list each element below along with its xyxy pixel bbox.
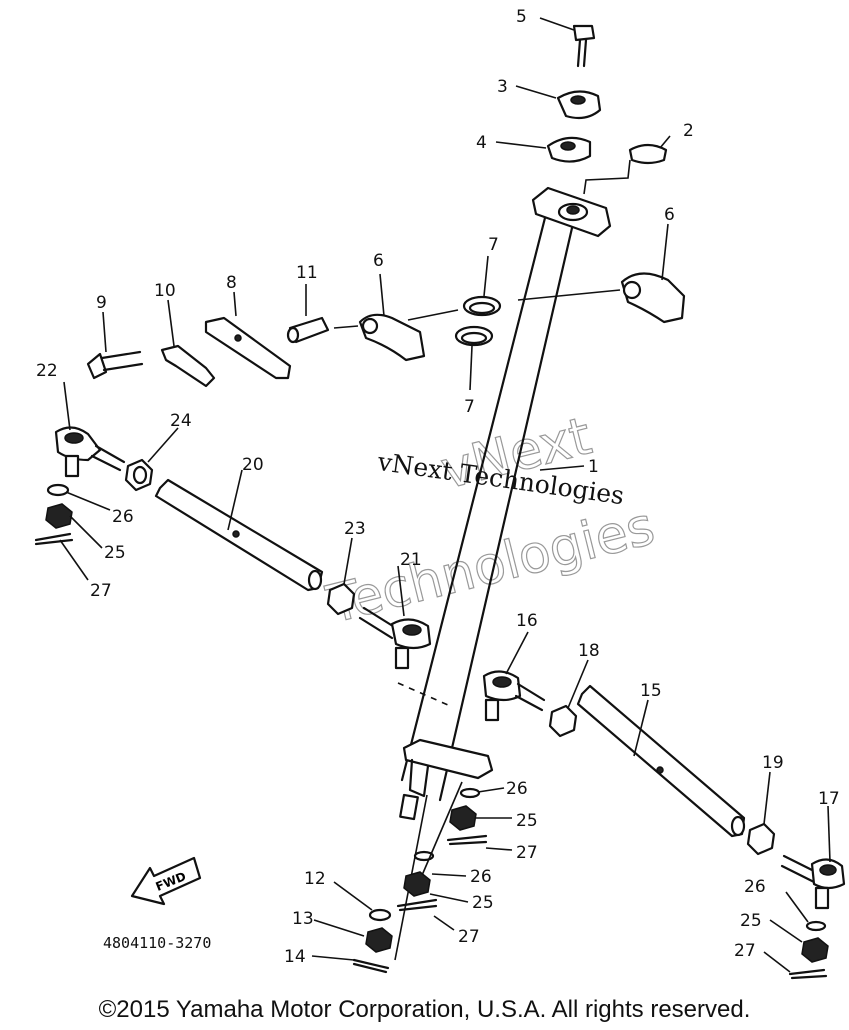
cotter-pin-27a [34,532,74,546]
tie-rod-end-center [358,606,432,670]
callout-8: 8 [226,273,237,293]
nut-19 [746,822,776,856]
tie-rod-right [576,684,746,838]
callout-23: 23 [344,519,366,539]
part-number: 4804110-3270 [103,934,211,952]
callout-26-center-b: 26 [470,867,492,887]
castle-nut-25a [45,503,73,529]
callout-20: 20 [242,455,264,475]
callout-2: 2 [683,121,694,141]
column-holder-right [517,272,686,324]
callout-labels: 5 3 4 2 6 7 6 11 8 10 9 7 22 24 1 20 26 … [36,7,840,967]
watermark: vNext Technologies vNext Technologies [320,406,661,637]
cotter-pin-27d [788,968,828,980]
washer-12 [368,908,392,922]
callout-25-center-b: 25 [472,893,494,913]
watermark-outline-technologies: Technologies [321,496,661,635]
callout-19: 19 [762,753,784,773]
callout-13: 13 [292,909,314,929]
cotter-pin-27c [396,898,438,912]
callout-25-right: 25 [740,911,762,931]
bushing-lower [546,136,592,163]
callout-9: 9 [96,293,107,313]
nut-18 [548,704,578,738]
collar [286,316,330,344]
callout-11: 11 [296,263,318,283]
callout-27-left: 27 [90,581,112,601]
tie-rod-end-left [54,426,126,478]
callout-6-left: 6 [373,251,384,271]
bushing-upper [556,90,602,120]
callout-15: 15 [640,681,662,701]
castle-nut-25b [449,805,477,831]
callout-5: 5 [516,7,527,27]
callout-4: 4 [476,133,487,153]
bolt-top [572,24,596,68]
callout-17: 17 [818,789,840,809]
copyright-notice: ©2015 Yamaha Motor Corporation, U.S.A. A… [98,996,751,1023]
washer-26c [413,850,435,862]
washer-26d [805,920,827,932]
callout-24: 24 [170,411,192,431]
cotter-pin-14 [352,958,390,974]
column-holder-left [333,309,459,362]
callout-25-center-a: 25 [516,811,538,831]
lock-washer [160,344,216,388]
callout-22: 22 [36,361,58,381]
nut-24 [124,458,154,492]
clip-lower [454,325,494,347]
castle-nut-25c [403,871,431,897]
callout-10: 10 [154,281,176,301]
tie-rod-left [154,478,324,592]
callout-16: 16 [516,611,538,631]
callout-25-left: 25 [104,543,126,563]
callout-18: 18 [578,641,600,661]
fwd-arrow: FWD [130,856,202,906]
clip-upper [462,295,502,317]
column-cap [583,143,668,195]
callout-12: 12 [304,869,326,889]
callout-1: 1 [588,457,599,477]
callout-6-right: 6 [664,205,675,225]
tie-rod-end-upper-right [482,670,546,722]
lever-plate [204,316,292,380]
callout-leaders [59,17,831,973]
callout-27-center-b: 27 [458,927,480,947]
bolt-left [86,350,144,380]
callout-7-lower: 7 [464,397,475,417]
washer-26b [459,787,481,799]
callout-26-right: 26 [744,877,766,897]
callout-21: 21 [400,550,422,570]
callout-3: 3 [497,77,508,97]
washer-26a [46,483,70,497]
callout-27-right: 27 [734,941,756,961]
callout-14: 14 [284,947,306,967]
callout-26-left: 26 [112,507,134,527]
callout-26-center-a: 26 [506,779,528,799]
castle-nut-25d [801,937,829,963]
callout-27-center-a: 27 [516,843,538,863]
castle-nut-13 [365,927,393,953]
tie-rod-end-lower-right [780,854,846,910]
cotter-pin-27b [446,834,488,846]
callout-7-upper: 7 [488,235,499,255]
